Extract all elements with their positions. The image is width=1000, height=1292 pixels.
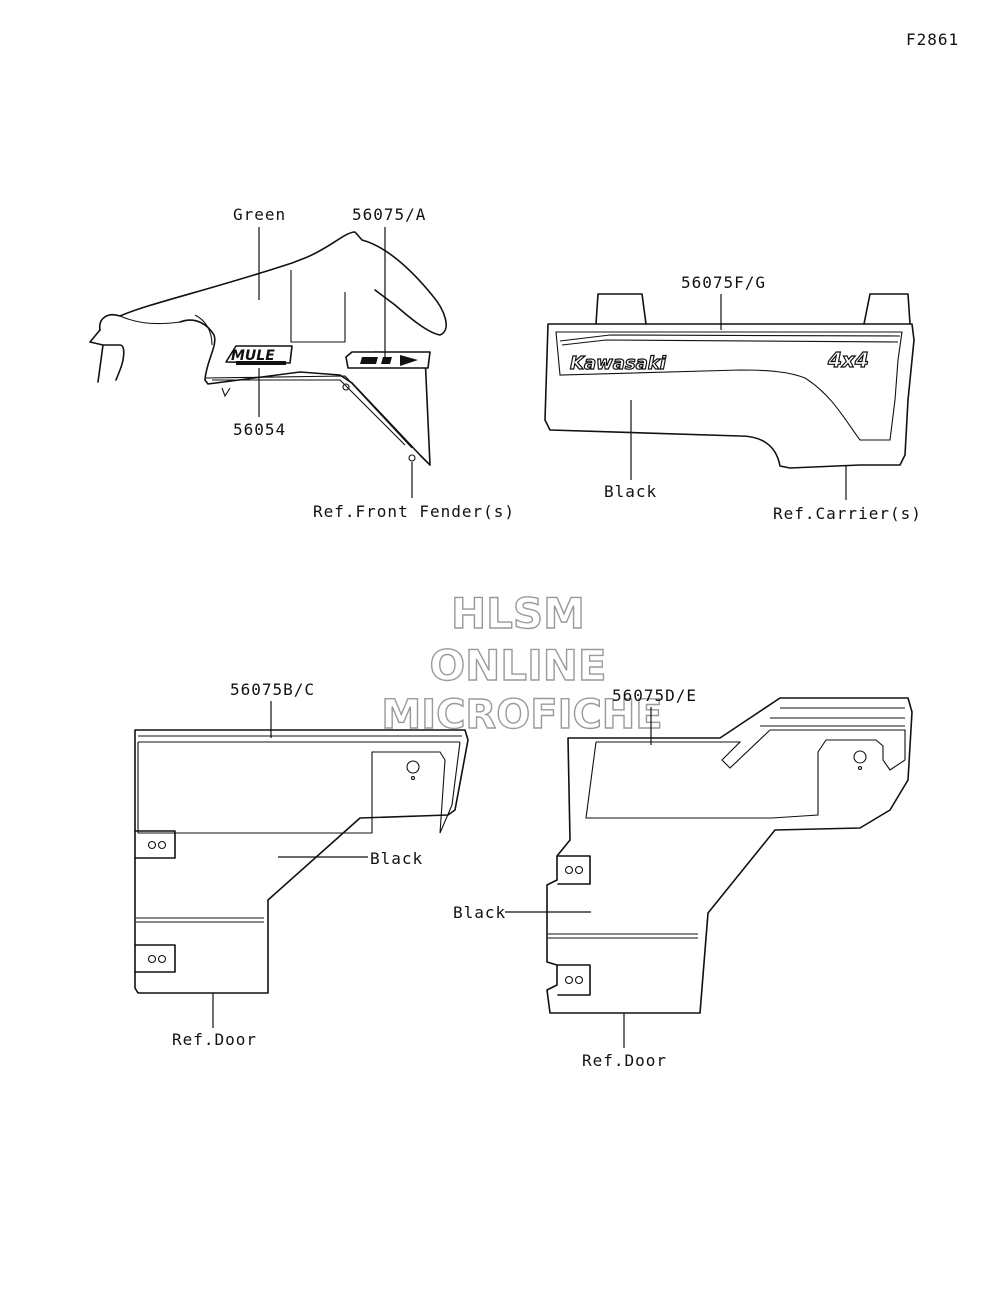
right-door-illustration xyxy=(546,697,913,1014)
mule-decal-text: MULE xyxy=(231,348,275,364)
label-black-right-door: Black xyxy=(453,903,506,922)
label-part-56075fg: 56075F/G xyxy=(681,273,766,292)
label-green: Green xyxy=(233,205,286,224)
label-part-56075bc: 56075B/C xyxy=(230,680,315,699)
left-door-illustration xyxy=(134,729,469,994)
label-part-56075de: 56075D/E xyxy=(612,686,697,705)
carrier-4x4-text: 4x4 xyxy=(827,348,869,372)
label-black-left-door: Black xyxy=(370,849,423,868)
label-part-56075a: 56075/A xyxy=(352,205,426,224)
label-ref-door-left: Ref.Door xyxy=(172,1030,257,1049)
label-black-carrier: Black xyxy=(604,482,657,501)
front-fender-illustration: MULE xyxy=(89,231,447,466)
eps-decal xyxy=(345,351,431,369)
carrier-illustration: Kawasaki 4x4 xyxy=(544,293,915,469)
label-ref-door-right: Ref.Door xyxy=(582,1051,667,1070)
label-part-56054: 56054 xyxy=(233,420,286,439)
figure-code: F2861 xyxy=(906,30,959,49)
watermark: HLSM ONLINE MICROFICHE xyxy=(381,588,664,738)
watermark-line-1: HLSM xyxy=(451,589,585,638)
label-ref-front-fender: Ref.Front Fender(s) xyxy=(313,502,515,521)
label-ref-carrier: Ref.Carrier(s) xyxy=(773,504,922,523)
carrier-brand-text: Kawasaki xyxy=(570,353,667,374)
watermark-line-2: ONLINE xyxy=(429,641,606,690)
mule-decal: MULE xyxy=(225,345,293,365)
